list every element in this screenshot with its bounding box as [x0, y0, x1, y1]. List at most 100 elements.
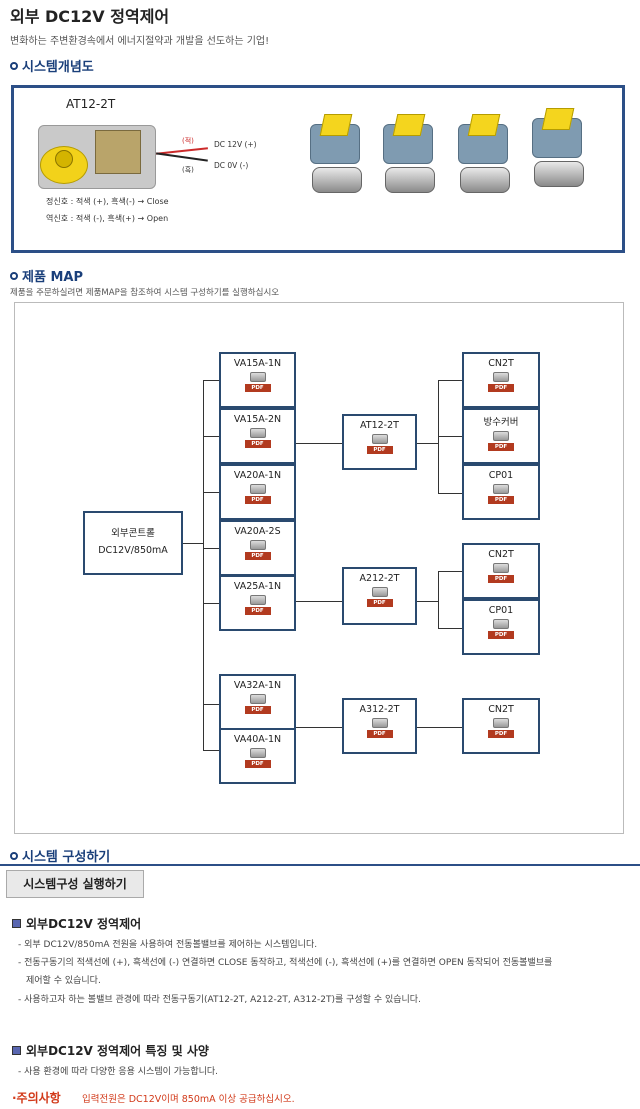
connector-line	[438, 436, 462, 437]
square-bullet-icon	[12, 919, 21, 928]
actuator-label-plate	[95, 130, 141, 174]
connector-line	[296, 443, 342, 444]
pdf-badge[interactable]: PDF	[244, 496, 271, 504]
section1-item: - 전동구동기의 적색선에 (+), 흑색선에 (-) 연결하면 CLOSE 동…	[18, 958, 553, 968]
pdf-badge[interactable]: PDF	[366, 446, 393, 454]
cable-icon	[493, 619, 509, 629]
page-title: 외부 DC12V 정역제어	[10, 7, 170, 26]
connector-line	[203, 380, 204, 750]
ball-valve-icon	[249, 694, 266, 704]
connector-line	[438, 571, 439, 629]
actuator-icon	[371, 434, 388, 444]
pdf-badge[interactable]: PDF	[488, 730, 514, 738]
reverse-signal-text: 역신호 : 적색 (-), 흑색(+) → Open	[46, 214, 169, 223]
ball-valve-icon	[249, 372, 266, 382]
map-description: 제품을 주문하실려면 제품MAP을 참조하여 시스템 구성하기를 실행하십시오	[10, 288, 280, 298]
section1-item: - 외부 DC12V/850mA 전원을 사용하여 전동볼밸브를 제어하는 시스…	[18, 940, 318, 950]
connector-line	[438, 571, 462, 572]
cover-icon	[493, 431, 509, 441]
connector-line	[417, 727, 462, 728]
connector-line	[203, 436, 219, 437]
square-bullet-icon	[12, 1046, 21, 1055]
knob-center-icon	[55, 150, 73, 168]
valve-product-image	[300, 112, 370, 198]
connector-line	[296, 601, 342, 602]
connector-line	[203, 548, 219, 549]
connector-line	[417, 443, 439, 444]
pdf-badge[interactable]: PDF	[366, 730, 393, 738]
circle-bullet-icon	[10, 62, 18, 70]
pdf-badge[interactable]: PDF	[244, 552, 271, 560]
concept-heading: 시스템개념도	[10, 56, 94, 75]
ball-valve-icon	[249, 428, 266, 438]
source-label: 외부콘트롤 DC12V/850mA	[98, 528, 168, 556]
pdf-badge[interactable]: PDF	[488, 575, 514, 583]
pdf-badge[interactable]: PDF	[366, 599, 393, 607]
pdf-badge[interactable]: PDF	[488, 496, 514, 504]
connector-icon	[493, 372, 509, 382]
black-wire-label: (흑)	[182, 166, 194, 174]
valve-product-image	[522, 106, 592, 192]
section1-title: 외부DC12V 정역제어	[12, 915, 141, 932]
connector-line	[203, 492, 219, 493]
actuator-icon	[371, 718, 388, 728]
ball-valve-icon	[249, 595, 266, 605]
ball-valve-icon	[249, 540, 266, 550]
circle-bullet-icon	[10, 852, 18, 860]
red-wire-label: (적)	[182, 137, 194, 145]
connector-line	[438, 380, 462, 381]
pdf-badge[interactable]: PDF	[244, 760, 271, 768]
connector-line	[438, 493, 462, 494]
pdf-badge[interactable]: PDF	[488, 384, 514, 392]
connector-icon	[493, 718, 509, 728]
pdf-badge[interactable]: PDF	[244, 384, 271, 392]
connector-line	[203, 704, 219, 705]
forward-signal-text: 정신호 : 적색 (+), 흑색(-) → Close	[46, 197, 169, 206]
pdf-badge[interactable]: PDF	[244, 440, 271, 448]
dc-plus-label: DC 12V (+)	[214, 140, 257, 149]
connector-line	[203, 750, 219, 751]
run-system-button[interactable]: 시스템구성 실행하기	[6, 870, 144, 898]
section-divider	[0, 864, 640, 866]
dc-minus-label: DC 0V (-)	[214, 161, 249, 170]
map-heading: 제품 MAP	[10, 266, 83, 285]
cable-icon	[493, 484, 509, 494]
valve-product-image	[448, 112, 518, 198]
valve-product-image	[373, 112, 443, 198]
section1-item: - 사용하고자 하는 볼밸브 관경에 따라 전동구동기(AT12-2T, A21…	[18, 995, 421, 1005]
warning-text: 입력전원은 DC12V이며 850mA 이상 공급하십시오.	[82, 1094, 295, 1105]
section2-item: - 사용 환경에 따라 다양한 응용 시스템이 가능합니다.	[18, 1067, 219, 1077]
connector-line	[296, 727, 342, 728]
pdf-badge[interactable]: PDF	[488, 443, 514, 451]
connector-line	[183, 543, 204, 544]
connector-line	[438, 628, 462, 629]
actuator-icon	[371, 587, 388, 597]
ball-valve-icon	[249, 748, 266, 758]
pdf-badge[interactable]: PDF	[244, 706, 271, 714]
section2-title: 외부DC12V 정역제어 특징 및 사양	[12, 1042, 209, 1059]
concept-model: AT12-2T	[66, 97, 116, 111]
connector-line	[203, 603, 219, 604]
pdf-badge[interactable]: PDF	[488, 631, 514, 639]
source-node: 외부콘트롤 DC12V/850mA	[83, 511, 183, 575]
section1-item: 제어할 수 있습니다.	[26, 976, 101, 986]
system-heading: 시스템 구성하기	[10, 846, 110, 865]
pdf-badge[interactable]: PDF	[244, 607, 271, 615]
connector-icon	[493, 563, 509, 573]
